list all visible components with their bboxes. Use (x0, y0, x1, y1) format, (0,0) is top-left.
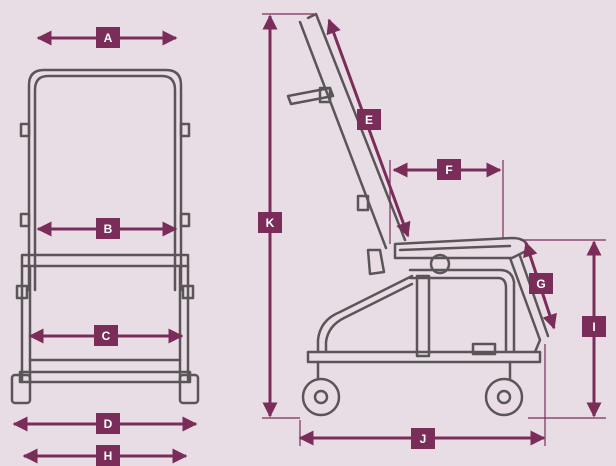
label-D-box: D (96, 413, 120, 434)
label-C-box: C (94, 325, 118, 346)
side-tilt-mechanism (471, 342, 497, 356)
label-A: A (104, 31, 113, 45)
front-backrest-tube-inner (33, 74, 177, 292)
front-view-frame (10, 68, 200, 405)
label-B-box: B (96, 218, 120, 239)
label-E: E (365, 113, 373, 127)
front-clamp-right-lower (179, 212, 191, 228)
side-view-frame (286, 12, 550, 417)
side-seat-support-inner (408, 276, 508, 354)
side-hinge (429, 253, 451, 275)
label-E-box: E (357, 109, 381, 130)
side-rear-diagonal (316, 274, 414, 354)
label-I: I (592, 320, 595, 334)
label-K-box: K (258, 212, 282, 233)
label-J: J (420, 432, 427, 446)
front-caster-right (178, 373, 200, 405)
side-wheel-front-hub (496, 389, 512, 405)
extension-lines (262, 13, 606, 446)
label-H-box: H (96, 445, 120, 466)
front-caster-left (10, 373, 32, 405)
label-K: K (266, 216, 275, 230)
front-clamp-right-upper (179, 122, 191, 138)
label-H: H (104, 449, 113, 463)
side-rear-diagonal-inner (324, 282, 414, 354)
label-J-box: J (411, 428, 435, 449)
front-seat (20, 253, 190, 268)
front-joint-left (15, 284, 29, 300)
front-clamp-left-lower (19, 212, 31, 228)
label-B: B (104, 222, 113, 236)
side-wheel-front (484, 377, 524, 417)
front-joint-right (181, 284, 195, 300)
front-base (18, 370, 192, 384)
side-seat-support (408, 268, 516, 354)
side-backrest-bracket (366, 248, 386, 276)
side-wheel-rear-hub (313, 389, 329, 405)
label-G-box: G (529, 273, 553, 294)
label-A-box: A (96, 27, 120, 48)
label-D: D (104, 417, 113, 431)
label-C: C (102, 329, 111, 343)
side-base-frame (306, 350, 542, 364)
front-dimensions (12, 30, 198, 464)
side-vertical-post (415, 274, 431, 358)
side-wheel-rear (301, 377, 341, 417)
side-front-leg (508, 256, 542, 354)
front-clamp-left-upper (19, 122, 31, 138)
front-backrest-tube (27, 68, 183, 292)
label-F-box: F (437, 159, 461, 180)
side-seat-line (398, 244, 512, 252)
label-F: F (445, 163, 452, 177)
label-G: G (536, 277, 545, 291)
label-I-box: I (582, 316, 606, 337)
